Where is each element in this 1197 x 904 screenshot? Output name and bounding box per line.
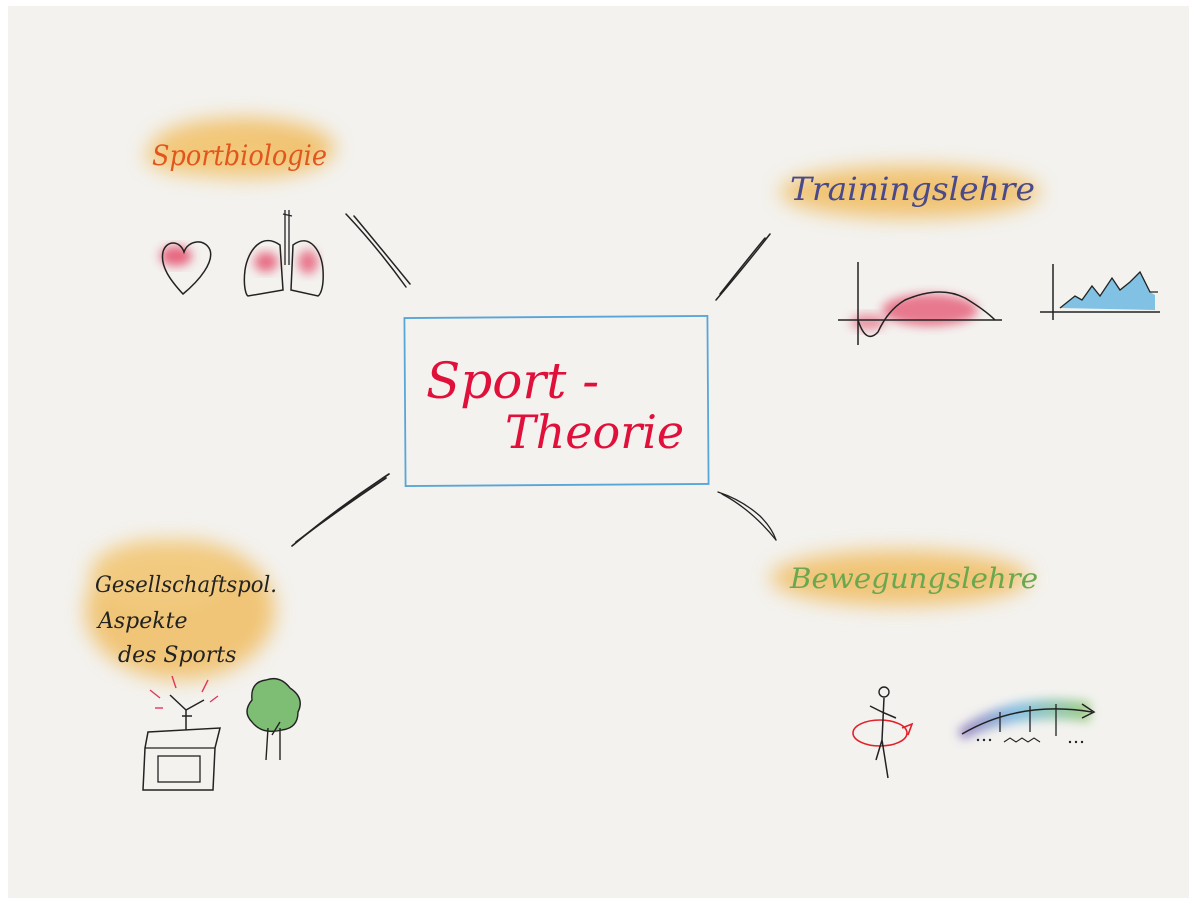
connector-sportbiologie	[345, 213, 411, 288]
topic-bewegungslehre: Bewegungslehre	[789, 562, 1038, 595]
topic-trainingslehre: Trainingslehre	[790, 170, 1035, 208]
highlight-bewegungslehre	[770, 550, 1030, 606]
topic-gesellschaft-line3: des Sports	[118, 643, 236, 668]
topic-gesellschaft-line1: Gesellschaftspol.	[95, 573, 277, 598]
highlight-trainingslehre	[780, 166, 1040, 218]
topic-sportbiologie: Sportbiologie	[152, 139, 327, 172]
timeline-arrow-icon	[958, 699, 1096, 744]
highlight-sportbiologie	[145, 118, 335, 178]
lungs-icon	[243, 210, 324, 297]
rotating-figure-icon	[852, 686, 914, 779]
podium-icon	[142, 675, 221, 791]
center-title-line1: Sport -	[426, 352, 599, 410]
connector-gesellschaft	[291, 473, 390, 547]
highlight-gesellschaft	[85, 540, 275, 680]
topic-gesellschaft-line2: Aspekte	[96, 609, 187, 634]
center-box	[403, 315, 710, 487]
tree-icon	[246, 677, 301, 761]
connector-trainingslehre	[715, 233, 771, 301]
curve-chart-icon	[838, 262, 1002, 345]
center-title-line2: Theorie	[505, 405, 684, 459]
connector-bewegungslehre	[717, 491, 777, 541]
heart-icon	[160, 241, 212, 296]
jagged-chart-icon	[1040, 264, 1160, 320]
